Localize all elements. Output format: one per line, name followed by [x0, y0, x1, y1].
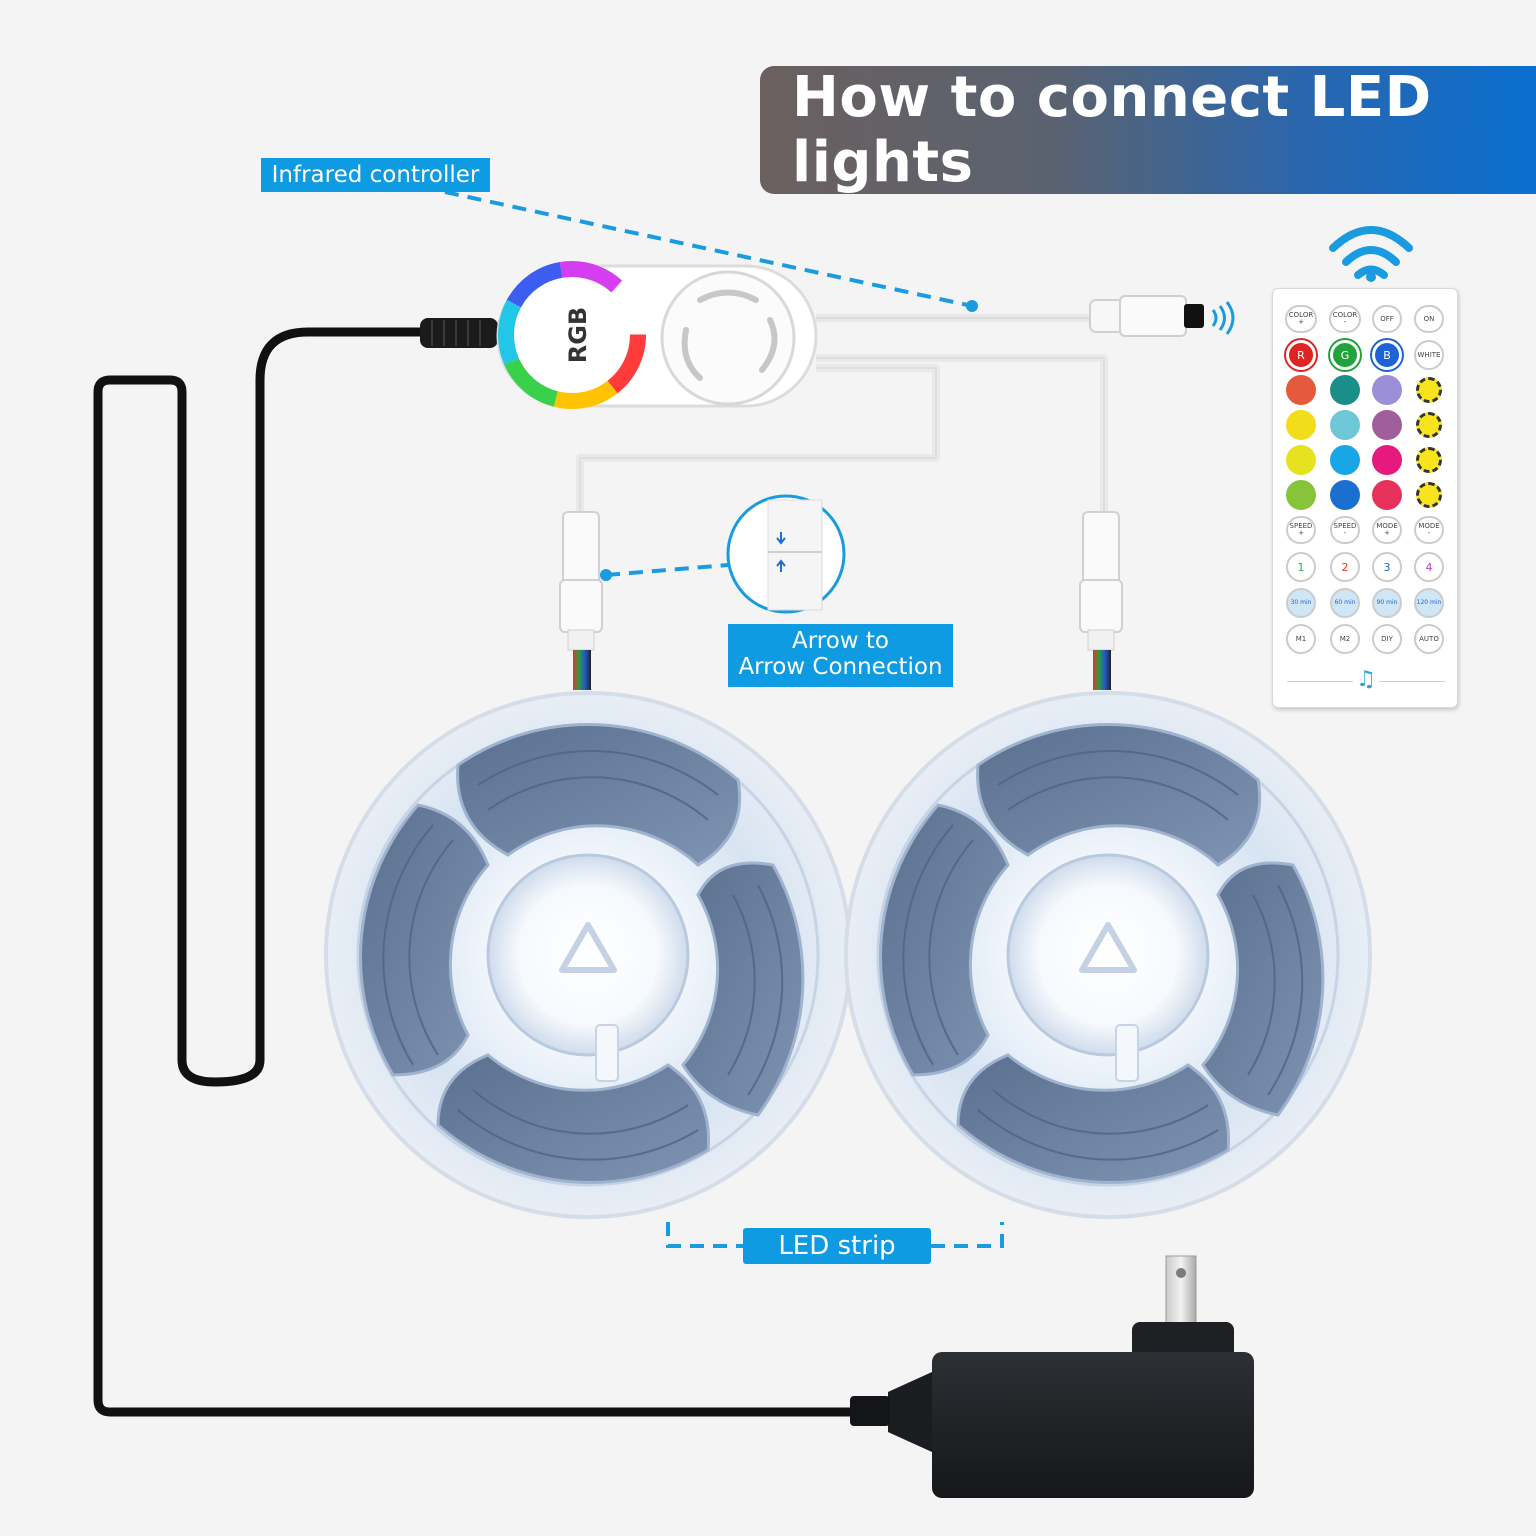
remote-color-minus-button[interactable]: COLOR -	[1329, 305, 1361, 333]
ir-receiver	[816, 295, 1235, 337]
led-strip-reel-left	[326, 693, 850, 1217]
remote-music-3-button[interactable]: 3	[1372, 552, 1402, 582]
remote-color-swatch-button[interactable]	[1286, 480, 1316, 510]
remote-timer-button[interactable]: 90 min	[1372, 588, 1402, 618]
remote-color-swatch-button[interactable]	[1372, 480, 1402, 510]
remote-mode-minus-button[interactable]: MODE -	[1414, 516, 1444, 544]
remote-red-button[interactable]: R	[1286, 340, 1316, 370]
strip-connector-left	[559, 511, 603, 690]
callout-lines	[444, 190, 1004, 1248]
remote-mode-plus-button[interactable]: MODE +	[1372, 516, 1402, 544]
remote-speed-minus-button[interactable]: SPEED -	[1330, 516, 1360, 544]
remote-brightness-icon[interactable]	[1416, 412, 1442, 438]
strip-connector-right	[1079, 511, 1123, 690]
wifi-signal-icon	[1329, 226, 1413, 279]
remote-color-swatch-button[interactable]	[1330, 480, 1360, 510]
arrow-connection-label: Arrow to Arrow Connection	[728, 624, 953, 687]
led-strip-label: LED strip	[743, 1228, 931, 1264]
remote-color-swatch-button[interactable]	[1286, 445, 1316, 475]
remote-color-swatch-button[interactable]	[1372, 445, 1402, 475]
controller-logo-text: RGB	[564, 307, 592, 363]
remote-color-swatch-button[interactable]	[1372, 375, 1402, 405]
remote-color-swatch-button[interactable]	[1286, 410, 1316, 440]
infrared-controller-label: Infrared controller	[261, 158, 490, 192]
remote-music-2-button[interactable]: 2	[1330, 552, 1360, 582]
remote-diy-button[interactable]: DIY	[1372, 624, 1402, 654]
remote-off-button[interactable]: OFF	[1372, 305, 1402, 333]
led-strip-reel-right	[846, 693, 1370, 1217]
remote-timer-button[interactable]: 30 min	[1286, 588, 1316, 618]
remote-m2-button[interactable]: M2	[1330, 624, 1360, 654]
remote-music-1-button[interactable]: 1	[1286, 552, 1316, 582]
remote-color-swatch-button[interactable]	[1330, 375, 1360, 405]
title-banner: How to connect LED lights	[760, 65, 1536, 195]
remote-color-swatch-button[interactable]	[1286, 375, 1316, 405]
remote-brightness-icon[interactable]	[1416, 482, 1442, 508]
arrow-connection-label-line1: Arrow to	[791, 628, 890, 654]
remote-color-swatch-button[interactable]	[1330, 410, 1360, 440]
music-note-icon: ♫	[1353, 667, 1379, 693]
arrow-connection-zoom	[726, 494, 846, 614]
remote-color-swatch-button[interactable]	[1330, 445, 1360, 475]
remote-timer-button[interactable]: 60 min	[1330, 588, 1360, 618]
remote-blue-button[interactable]: B	[1372, 340, 1402, 370]
remote-color-plus-button[interactable]: COLOR +	[1285, 305, 1317, 333]
power-cable	[93, 318, 860, 1417]
remote-white-button[interactable]: WHITE	[1414, 340, 1444, 370]
remote-brightness-icon[interactable]	[1416, 447, 1442, 473]
page-title: How to connect LED lights	[792, 65, 1432, 195]
remote-auto-button[interactable]: AUTO	[1414, 624, 1444, 654]
remote-m1-button[interactable]: M1	[1286, 624, 1316, 654]
remote-music-4-button[interactable]: 4	[1414, 552, 1444, 582]
remote-green-button[interactable]: G	[1330, 340, 1360, 370]
remote-timer-button[interactable]: 120 min	[1414, 588, 1444, 618]
arrow-connection-label-line2: Arrow Connection	[738, 654, 943, 680]
remote-brightness-icon[interactable]	[1416, 377, 1442, 403]
infrared-controller: RGB	[496, 261, 818, 409]
remote-color-swatch-button[interactable]	[1372, 410, 1402, 440]
power-adapter	[850, 1255, 1254, 1498]
remote-speed-plus-button[interactable]: SPEED +	[1286, 516, 1316, 544]
remote-on-button[interactable]: ON	[1414, 305, 1444, 333]
